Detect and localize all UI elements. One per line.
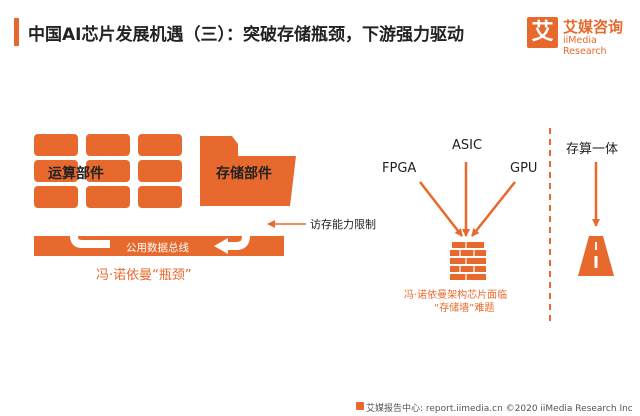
- fpga-arrow: [419, 181, 463, 237]
- footer-source: 艾媒报告中心: report.iimedia.cn ©2020 iiMedia …: [366, 404, 633, 414]
- storage-unit-label: 存储部件: [216, 166, 272, 182]
- chip-label-fpga: FPGA: [382, 161, 417, 176]
- storage-unit-folder: [200, 136, 296, 206]
- page-title: 中国AI芯片发展机遇（三）：突破存储瓶颈，下游强力驱动: [28, 25, 464, 45]
- bus-arrow-left: [70, 222, 110, 248]
- footer-logo-icon: [356, 402, 364, 410]
- integrated-label: 存算一体: [566, 142, 619, 157]
- logo-name: 艾媒咨询: [563, 18, 624, 36]
- chip-label-asic: ASIC: [452, 138, 483, 153]
- road-icon: [578, 236, 614, 276]
- chip-label-gpu: GPU: [510, 161, 538, 176]
- logo-english: iiMedia Research: [563, 35, 607, 57]
- wall-caption-line2: “存储墙”难题: [434, 303, 495, 314]
- compute-unit-label: 运算部件: [48, 166, 104, 182]
- gpu-arrow: [471, 181, 516, 237]
- bottleneck-label: 冯·诺依曼“瓶颈”: [96, 268, 192, 283]
- bus-arrow-right: [224, 212, 250, 250]
- title-accent-bar: [14, 18, 19, 46]
- logo-icon: 艾: [527, 17, 558, 48]
- storage-wall-icon: [450, 242, 486, 280]
- compute-unit-grid: [34, 134, 182, 208]
- data-bus-label: 公用数据总线: [126, 242, 189, 254]
- wall-caption-line1: 冯·诺依曼架构芯片面临: [404, 290, 508, 301]
- access-limit-label: 访存能力限制: [310, 218, 376, 231]
